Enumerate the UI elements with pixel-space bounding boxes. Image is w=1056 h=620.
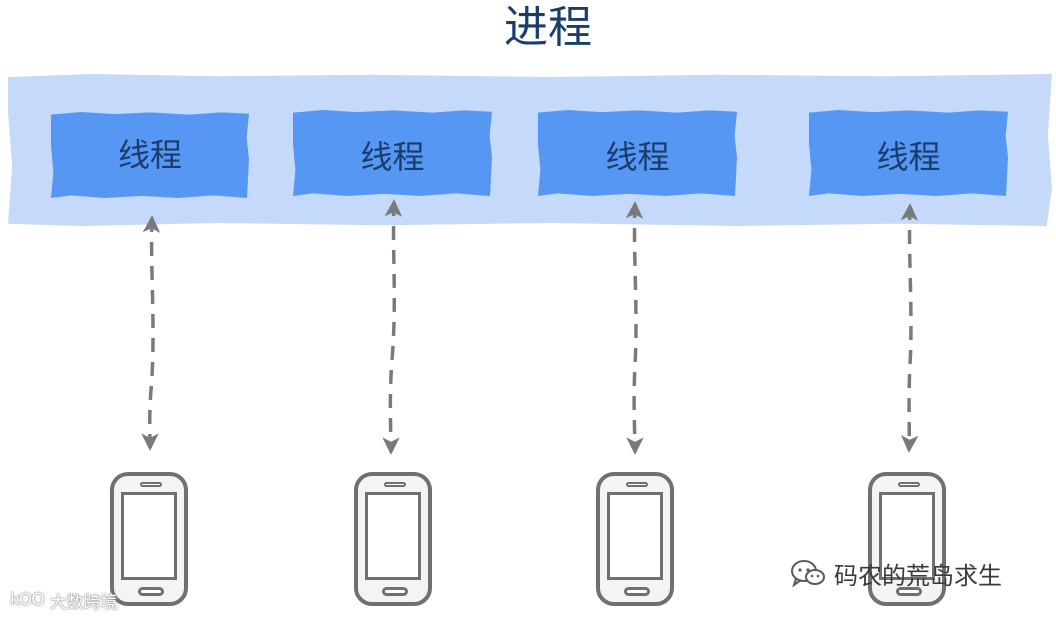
connection-arrow-1 xyxy=(141,215,161,451)
phone-home-button xyxy=(624,587,650,596)
connection-arrow-3 xyxy=(625,201,644,455)
watermark-left: kOO 大数跨境 xyxy=(10,586,118,614)
phone-earpiece xyxy=(140,482,162,487)
brand-logo-icon: kOO xyxy=(10,590,45,610)
phone-screen xyxy=(121,492,177,580)
thread-label: 线程 xyxy=(605,138,670,176)
phone-earpiece xyxy=(384,482,406,487)
smartphone-icon xyxy=(110,472,188,606)
thread-label: 线程 xyxy=(876,138,941,176)
phone-home-button xyxy=(138,587,164,596)
thread-box-1: 线程 xyxy=(51,112,249,198)
thread-label: 线程 xyxy=(117,136,182,174)
phone-screen xyxy=(879,492,935,580)
smartphone-icon xyxy=(354,472,432,606)
smartphone-icon xyxy=(596,472,674,606)
phone-home-button xyxy=(382,587,408,596)
phone-earpiece xyxy=(626,482,648,487)
connection-arrow-4 xyxy=(900,203,919,453)
watermark-right: 码农的荒岛求生 xyxy=(790,556,1002,590)
wechat-icon xyxy=(791,560,825,587)
phone-home-button xyxy=(896,587,922,596)
phone-screen xyxy=(365,492,421,580)
thread-box-2: 线程 xyxy=(293,110,492,196)
watermark-right-text: 码农的荒岛求生 xyxy=(834,561,1002,590)
phone-earpiece xyxy=(898,482,920,487)
thread-box-4: 线程 xyxy=(809,110,1008,196)
smartphone-icon xyxy=(868,472,946,606)
thread-label: 线程 xyxy=(360,138,425,176)
phone-screen xyxy=(607,492,663,580)
connection-arrow-2 xyxy=(382,199,403,455)
thread-box-3: 线程 xyxy=(538,110,737,196)
watermark-left-text: 大数跨境 xyxy=(49,592,118,613)
process-title: 进程 xyxy=(504,2,592,53)
